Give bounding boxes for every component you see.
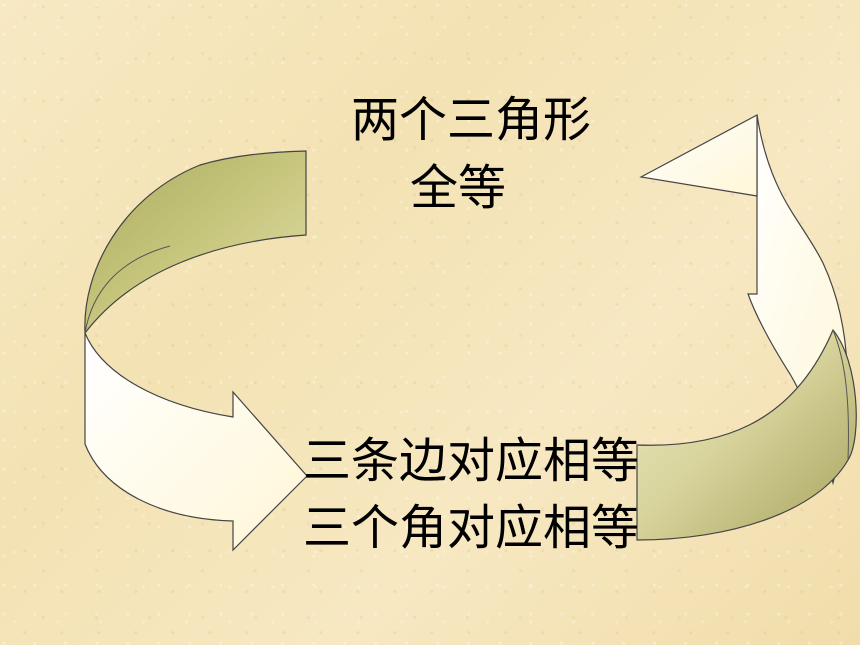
right-arrow-fold-line	[832, 329, 849, 461]
left-arrow-fold-line	[84, 245, 171, 334]
right-curved-arrow-icon	[636, 113, 857, 541]
left-arrow-light-body	[84, 332, 308, 552]
top-label-line-2: 全等	[410, 160, 507, 216]
bottom-label-line-2: 三个角对应相等	[303, 500, 640, 556]
left-arrow-olive-band	[84, 150, 307, 335]
left-curved-arrow-icon	[84, 150, 308, 552]
bottom-label-line-1: 三条边对应相等	[303, 433, 640, 489]
top-label-line-1: 两个三角形	[351, 92, 592, 148]
right-arrow-point	[639, 113, 758, 197]
right-arrow-olive-band	[636, 328, 857, 541]
